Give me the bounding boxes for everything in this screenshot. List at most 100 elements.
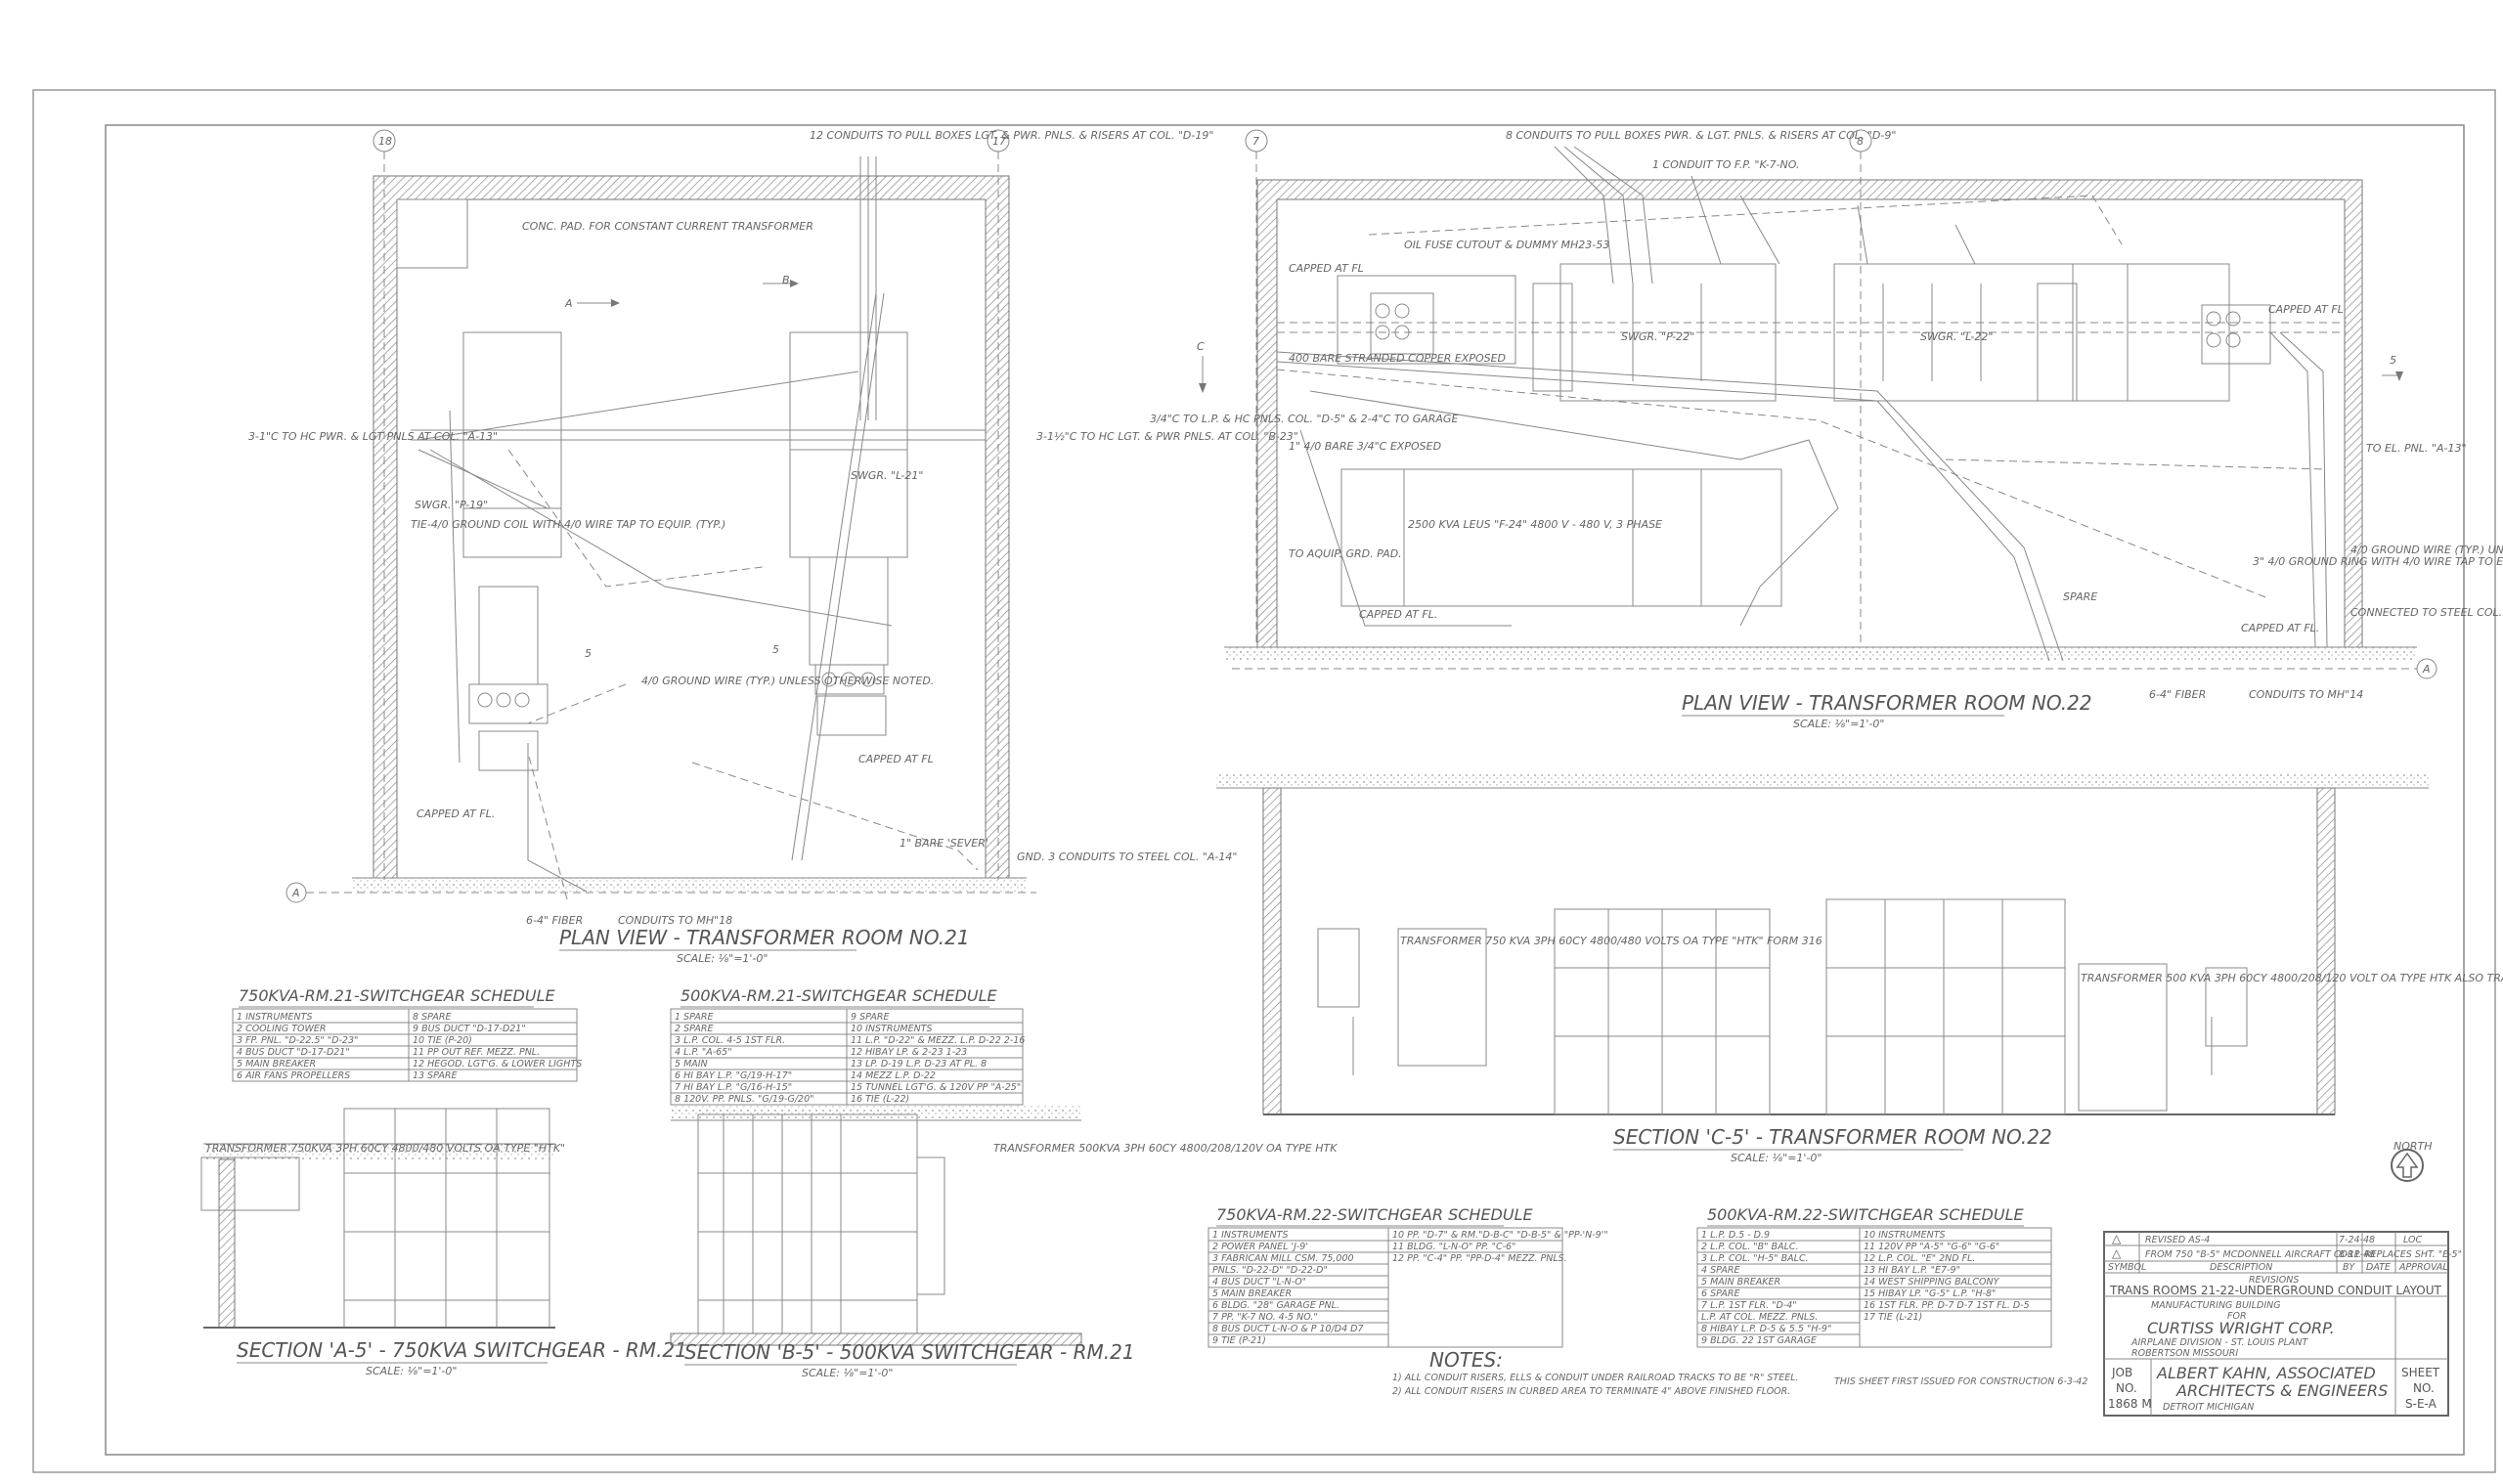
svg-text:5: 5	[2390, 354, 2396, 367]
section-a5: TRANSFORMER 750KVA 3PH 60CY 4800/480 VOL…	[200, 1108, 687, 1377]
schedule-row: 6 SPARE	[1701, 1288, 1739, 1299]
svg-text:MANUFACTURING BUILDING: MANUFACTURING BUILDING	[2151, 1300, 2281, 1311]
section-c5-scale: SCALE: ⅛"=1'-0"	[1731, 1152, 1822, 1164]
schedule-row: 9 TIE (P-21)	[1212, 1335, 1266, 1346]
svg-text:SWGR. "L-21": SWGR. "L-21"	[851, 469, 923, 482]
north-arrow: NORTH	[2391, 1140, 2433, 1182]
column-label-17: 17	[992, 135, 1006, 148]
schedule-row: L.P. AT COL. MEZZ. PNLS.	[1701, 1312, 1818, 1323]
client-name: CURTISS WRIGHT CORP.	[2147, 1319, 2335, 1337]
schedule-row: 7 PP. "K-7 NO. 4-5 NO."	[1212, 1312, 1318, 1323]
svg-text:8-11-48: 8-11-48	[2339, 1249, 2375, 1260]
svg-text:△: △	[2112, 1232, 2122, 1245]
plan21-scale: SCALE: ⅛"=1'-0"	[677, 952, 768, 965]
svg-text:TRANSFORMER 500 KVA 3PH 60CY 4: TRANSFORMER 500 KVA 3PH 60CY 4800/208/12…	[2081, 972, 2503, 984]
schedule-500kva-rm22: 500KVA-RM.22-SWITCHGEAR SCHEDULE 1 L.P. …	[1696, 1205, 2052, 1348]
sheet-number: S-E-A	[2405, 1397, 2437, 1411]
section-c5-title: SECTION 'C-5' - TRANSFORMER ROOM NO.22	[1613, 1125, 2052, 1149]
schedule-row: 4 SPARE	[1701, 1265, 1739, 1276]
schedule-row: 15 TUNNEL LGT'G. & 120V PP "A-25"	[851, 1082, 1021, 1093]
svg-text:1 CONDUIT TO F.P. "K-7-NO.: 1 CONDUIT TO F.P. "K-7-NO.	[1652, 158, 1799, 171]
svg-text:4/0 GROUND WIRE (TYP.) UNLESS: 4/0 GROUND WIRE (TYP.) UNLESS OTHERWISE …	[2350, 544, 2503, 556]
schedule-row: 4 L.P. "A-65"	[675, 1047, 732, 1058]
inner-border	[105, 124, 2465, 1456]
schedule-500kva-rm21: 500KVA-RM.21-SWITCHGEAR SCHEDULE 1 SPARE…	[670, 986, 1025, 1106]
svg-text:BY: BY	[2343, 1262, 2355, 1273]
svg-text:NOTES:: NOTES:	[1429, 1348, 1503, 1372]
svg-text:DETROIT MICHIGAN: DETROIT MICHIGAN	[2163, 1402, 2254, 1413]
svg-text:CAPPED AT FL.: CAPPED AT FL.	[2241, 622, 2319, 634]
schedule-row: 7 L.P. 1ST FLR. "D-4"	[1701, 1300, 1797, 1311]
svg-text:6-4" FIBER: 6-4" FIBER	[526, 914, 583, 927]
svg-text:6-4" FIBER: 6-4" FIBER	[2149, 688, 2206, 701]
schedule-row: 10 INSTRUMENTS	[1864, 1230, 1946, 1241]
svg-text:NO.: NO.	[2116, 1381, 2137, 1395]
svg-text:2500 KVA LEUS "F-24" 4800 V -: 2500 KVA LEUS "F-24" 4800 V - 480 V, 3 P…	[1408, 518, 1662, 531]
svg-text:SYMBOL: SYMBOL	[2108, 1262, 2146, 1273]
schedule-row: 9 BLDG. 22 1ST GARAGE	[1701, 1335, 1817, 1346]
svg-text:REVISED AS-4: REVISED AS-4	[2145, 1235, 2210, 1245]
column-label-18: 18	[378, 135, 392, 148]
schedule-row: 5 MAIN	[675, 1059, 708, 1069]
schedule-row: 2 POWER PANEL 'J-9'	[1212, 1242, 1308, 1252]
svg-text:TRANSFORMER 750KVA 3PH 60CY 48: TRANSFORMER 750KVA 3PH 60CY 4800/480 VOL…	[205, 1142, 565, 1155]
svg-text:SHEET: SHEET	[2401, 1366, 2440, 1379]
svg-text:7-24-48: 7-24-48	[2339, 1235, 2375, 1245]
svg-text:NO.: NO.	[2413, 1381, 2435, 1395]
schedule-row: 11 L.P. "D-22" & MEZZ. L.P. D-22 2-16	[851, 1035, 1025, 1046]
schedule-row: 10 TIE (P-20)	[413, 1035, 472, 1046]
schedule-row: 2 COOLING TOWER	[237, 1024, 327, 1034]
schedule-750kva-rm22: 750KVA-RM.22-SWITCHGEAR SCHEDULE 1 INSTR…	[1208, 1205, 1608, 1348]
schedule-row: 3 L.P. COL. "H-5" BALC.	[1701, 1253, 1809, 1264]
schedule-row: PNLS. "D-22-D" "D-22-D"	[1212, 1265, 1328, 1276]
svg-text:750KVA-RM.22-SWITCHGEAR SCHEDU: 750KVA-RM.22-SWITCHGEAR SCHEDULE	[1216, 1205, 1533, 1224]
schedule-row: 3 FP. PNL. "D-22.5" "D-23"	[237, 1035, 358, 1046]
section-b5-scale: SCALE: ⅛"=1'-0"	[802, 1367, 893, 1379]
schedule-row: 14 WEST SHIPPING BALCONY	[1864, 1277, 2000, 1288]
svg-text:APPROVAL: APPROVAL	[2398, 1262, 2448, 1273]
schedule-row: 8 120V. PP. PNLS. "G/19-G/20"	[675, 1094, 814, 1105]
schedule-row: 8 SPARE	[413, 1012, 451, 1023]
schedule-row: 10 INSTRUMENTS	[851, 1024, 933, 1034]
schedule-row: 5 MAIN BREAKER	[1701, 1277, 1780, 1288]
schedule-row: 11 PP OUT REF. MEZZ. PNL.	[413, 1047, 540, 1058]
schedule-row: 12 HIBAY LP. & 2-23 1-23	[851, 1047, 967, 1058]
svg-text:GND. 3 CONDUITS TO STEEL COL.: GND. 3 CONDUITS TO STEEL COL. "A-14"	[1017, 851, 1237, 863]
svg-text:B: B	[782, 274, 790, 286]
schedule-row: 1 INSTRUMENTS	[237, 1012, 313, 1023]
schedule-row: 11 BLDG. "L-N-O" PP. "C-6"	[1392, 1242, 1515, 1252]
svg-text:FOR: FOR	[2227, 1311, 2247, 1322]
svg-text:TRANSFORMER 500KVA 3PH 60CY 48: TRANSFORMER 500KVA 3PH 60CY 4800/208/120…	[993, 1142, 1338, 1155]
schedule-row: 6 BLDG. "28" GARAGE PNL.	[1212, 1300, 1339, 1311]
svg-text:CAPPED AT FL.: CAPPED AT FL.	[1359, 608, 1437, 621]
section-b5-title: SECTION 'B-5' - 500KVA SWITCHGEAR - RM.2…	[684, 1340, 1135, 1364]
svg-text:DATE: DATE	[2366, 1262, 2391, 1273]
svg-text:750KVA-RM.21-SWITCHGEAR SCHEDU: 750KVA-RM.21-SWITCHGEAR SCHEDULE	[239, 986, 555, 1005]
schedule-row: 13 SPARE	[413, 1070, 458, 1081]
section-b5: TRANSFORMER 500KVA 3PH 60CY 4800/208/120…	[670, 1105, 1338, 1379]
svg-text:FROM 750 "B-5" MCDONNELL AIRCR: FROM 750 "B-5" MCDONNELL AIRCRAFT CORP. …	[2145, 1249, 2462, 1260]
svg-text:2) ALL CONDUIT RISERS IN CURBE: 2) ALL CONDUIT RISERS IN CURBED AREA TO …	[1392, 1386, 1790, 1397]
schedule-row: 9 BUS DUCT "D-17-D21"	[413, 1024, 526, 1034]
svg-text:500KVA-RM.22-SWITCHGEAR SCHEDU: 500KVA-RM.22-SWITCHGEAR SCHEDULE	[1707, 1205, 2024, 1224]
schedule-row: 3 FABRICAN MILL CSM. 75,000	[1212, 1253, 1354, 1264]
svg-text:CONC. PAD. FOR CONSTANT CURREN: CONC. PAD. FOR CONSTANT CURRENT TRANSFOR…	[522, 220, 813, 233]
svg-text:SPARE: SPARE	[2063, 590, 2097, 603]
svg-text:ARCHITECTS & ENGINEERS: ARCHITECTS & ENGINEERS	[2175, 1381, 2388, 1400]
general-notes: NOTES: 1) ALL CONDUIT RISERS, ELLS & CON…	[1392, 1348, 2087, 1397]
svg-text:REVISIONS: REVISIONS	[2249, 1275, 2299, 1286]
schedule-row: 16 TIE (L-22)	[851, 1094, 909, 1105]
svg-text:12 CONDUITS TO PULL BOXES LGT.: 12 CONDUITS TO PULL BOXES LGT. & PWR. PN…	[810, 129, 1213, 142]
svg-text:1" 4/0 BARE 3/4"C EXPOSED: 1" 4/0 BARE 3/4"C EXPOSED	[1289, 440, 1441, 453]
schedule-row: 7 HI BAY L.P. "G/16-H-15"	[675, 1082, 792, 1093]
svg-text:CONNECTED TO STEEL COL. "F-18": CONNECTED TO STEEL COL. "F-18"	[2350, 606, 2503, 619]
svg-text:THIS SHEET FIRST ISSUED FOR CO: THIS SHEET FIRST ISSUED FOR CONSTRUCTION…	[1834, 1376, 2087, 1387]
section-a5-title: SECTION 'A-5' - 750KVA SWITCHGEAR - RM.2…	[237, 1338, 687, 1362]
schedule-row: 14 MEZZ L.P. D-22	[851, 1070, 936, 1081]
svg-text:△: △	[2112, 1246, 2122, 1260]
schedule-row: 5 MAIN BREAKER	[1212, 1288, 1292, 1299]
svg-text:3-1½"C TO HC LGT. & PWR PNLS.: 3-1½"C TO HC LGT. & PWR PNLS. AT COL. "B…	[1036, 430, 1298, 443]
schedule-row: 17 TIE (L-21)	[1864, 1312, 1922, 1323]
schedule-row: 8 BUS DUCT L-N-O & P 10/D4 D7	[1212, 1324, 1364, 1334]
column-label-8: 8	[1857, 135, 1864, 148]
